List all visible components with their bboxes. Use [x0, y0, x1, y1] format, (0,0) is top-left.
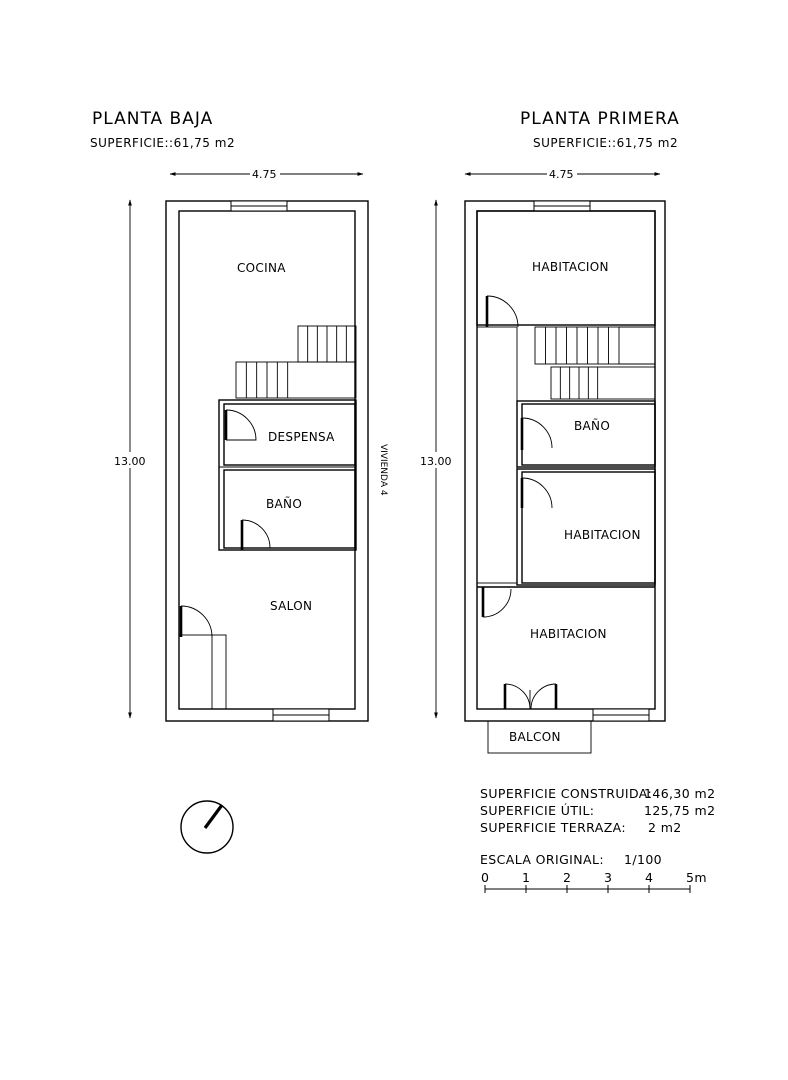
ground-outer-wall [165, 200, 369, 722]
room-label-bano-ground: BAÑO [266, 496, 302, 511]
surface-summary: SUPERFICIE CONSTRUIDA: 146,30 m2 SUPERFI… [480, 786, 715, 835]
ground-inner-wall [178, 210, 356, 710]
first-floor-title: PLANTA PRIMERA [520, 109, 680, 129]
scale-bar: ESCALA ORIGINAL: 1/100 0 1 2 3 4 5m [480, 852, 707, 893]
ground-width-dimension: 4.75 [252, 168, 277, 181]
built-surface-value: 146,30 m2 [644, 786, 715, 801]
terrace-surface-value: 2 m2 [648, 820, 682, 835]
built-surface-label: SUPERFICIE CONSTRUIDA: [480, 786, 652, 801]
first-width-dimension: 4.75 [549, 168, 574, 181]
scale-tick-label: 1 [522, 870, 530, 885]
scale-tick-label: 2 [563, 870, 571, 885]
scale-tick-label: 3 [604, 870, 612, 885]
terrace-surface-label: SUPERFICIE TERRAZA: [480, 820, 626, 835]
first-outer-wall [464, 200, 666, 722]
north-arrow-icon [180, 800, 234, 854]
room-label-cocina: COCINA [237, 261, 286, 275]
scale-tick-label: 5m [686, 870, 707, 885]
first-stairs [534, 326, 656, 400]
first-height-dimension: 13.00 [420, 455, 452, 468]
ground-floor-title: PLANTA BAJA [92, 109, 213, 129]
room-label-habitacion-top: HABITACION [532, 260, 609, 274]
room-label-balcon: BALCON [509, 730, 561, 744]
room-label-despensa: DESPENSA [268, 430, 335, 444]
ground-height-dimension: 13.00 [114, 455, 146, 468]
ground-floor: PLANTA BAJA SUPERFICIE::61,75 m2 4.75 13… [90, 109, 369, 722]
room-label-habitacion-mid: HABITACION [564, 528, 641, 542]
scale-tick-label: 0 [481, 870, 489, 885]
scale-label: ESCALA ORIGINAL: [480, 852, 604, 867]
first-corridor [476, 326, 518, 584]
room-label-habitacion-bottom: HABITACION [530, 627, 607, 641]
ground-stairs [235, 325, 357, 399]
first-floor-surface: SUPERFICIE::61,75 m2 [533, 136, 678, 150]
useful-surface-value: 125,75 m2 [644, 803, 715, 818]
scale-value: 1/100 [624, 852, 662, 867]
ground-closet [178, 634, 227, 710]
useful-surface-label: SUPERFICIE ÚTIL: [480, 803, 594, 818]
unit-label: VIVIENDA 4 [378, 444, 388, 496]
room-label-salon: SALON [270, 599, 312, 613]
pantry-wall [218, 399, 357, 551]
balcony [487, 720, 592, 754]
first-floor: PLANTA PRIMERA SUPERFICIE::61,75 m2 4.75… [418, 109, 680, 754]
scale-tick-label: 4 [645, 870, 653, 885]
ground-floor-surface: SUPERFICIE::61,75 m2 [90, 136, 235, 150]
room-label-bano-first: BAÑO [574, 418, 610, 433]
